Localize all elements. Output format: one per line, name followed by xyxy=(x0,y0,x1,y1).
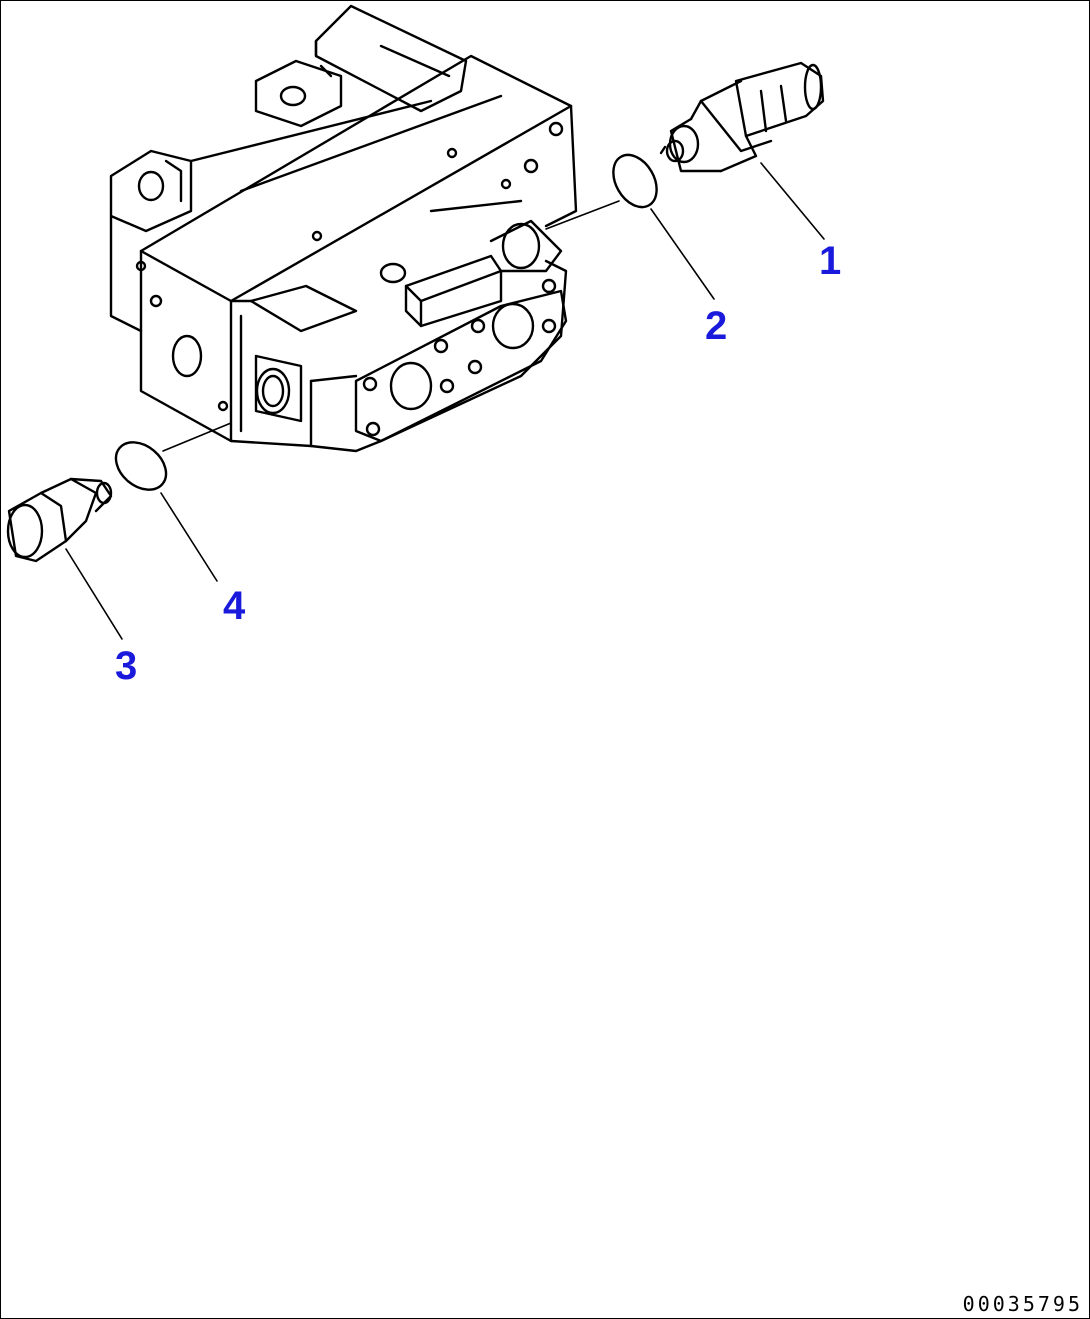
leader-1 xyxy=(760,162,825,240)
leader-2 xyxy=(650,208,715,300)
callout-2: 2 xyxy=(705,304,728,348)
callout-4: 4 xyxy=(223,584,246,628)
valve-body xyxy=(109,4,578,453)
part-4-o-ring xyxy=(114,441,168,491)
part-2-o-ring xyxy=(612,153,658,209)
part-1-valve-cartridge xyxy=(659,61,825,173)
callout-3: 3 xyxy=(115,644,138,688)
leader-lines xyxy=(65,162,825,640)
leader-3 xyxy=(65,548,123,640)
drawing-code: 00035795 xyxy=(962,1292,1083,1316)
assembly-axis-lines xyxy=(162,200,620,452)
callout-1: 1 xyxy=(819,239,842,283)
part-3-plug xyxy=(6,477,113,563)
leader-4 xyxy=(160,492,218,582)
